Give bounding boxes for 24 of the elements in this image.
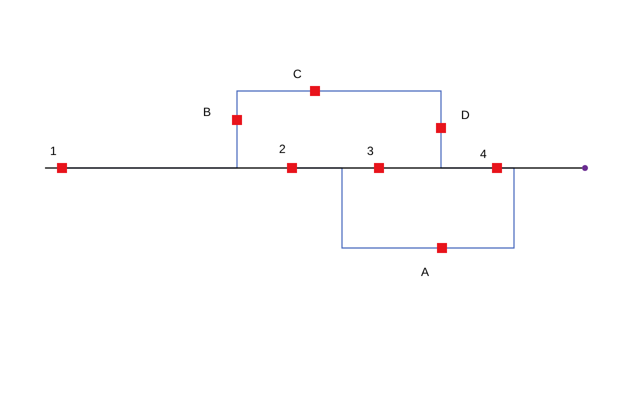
point-label: B bbox=[203, 106, 212, 118]
point-label: C bbox=[293, 68, 302, 80]
point-label: D bbox=[461, 109, 470, 121]
square-marker bbox=[436, 123, 446, 133]
square-marker bbox=[287, 163, 297, 173]
point-label: 1 bbox=[50, 145, 57, 157]
square-marker bbox=[374, 163, 384, 173]
connector-line bbox=[297, 167, 374, 169]
connector-line bbox=[67, 167, 287, 169]
connector-line bbox=[320, 90, 442, 123]
point-label: 4 bbox=[480, 148, 487, 160]
connector-line bbox=[45, 167, 57, 169]
point-label: A bbox=[421, 266, 430, 278]
point-label: 2 bbox=[279, 143, 286, 155]
connector-line bbox=[384, 167, 492, 169]
connector-line bbox=[502, 167, 582, 169]
square-marker bbox=[310, 86, 320, 96]
point-label: 3 bbox=[367, 145, 374, 157]
square-marker bbox=[57, 163, 67, 173]
square-marker bbox=[492, 163, 502, 173]
square-marker bbox=[437, 243, 447, 253]
connector-line bbox=[236, 90, 310, 115]
square-marker bbox=[232, 115, 242, 125]
connector-line bbox=[447, 167, 515, 249]
